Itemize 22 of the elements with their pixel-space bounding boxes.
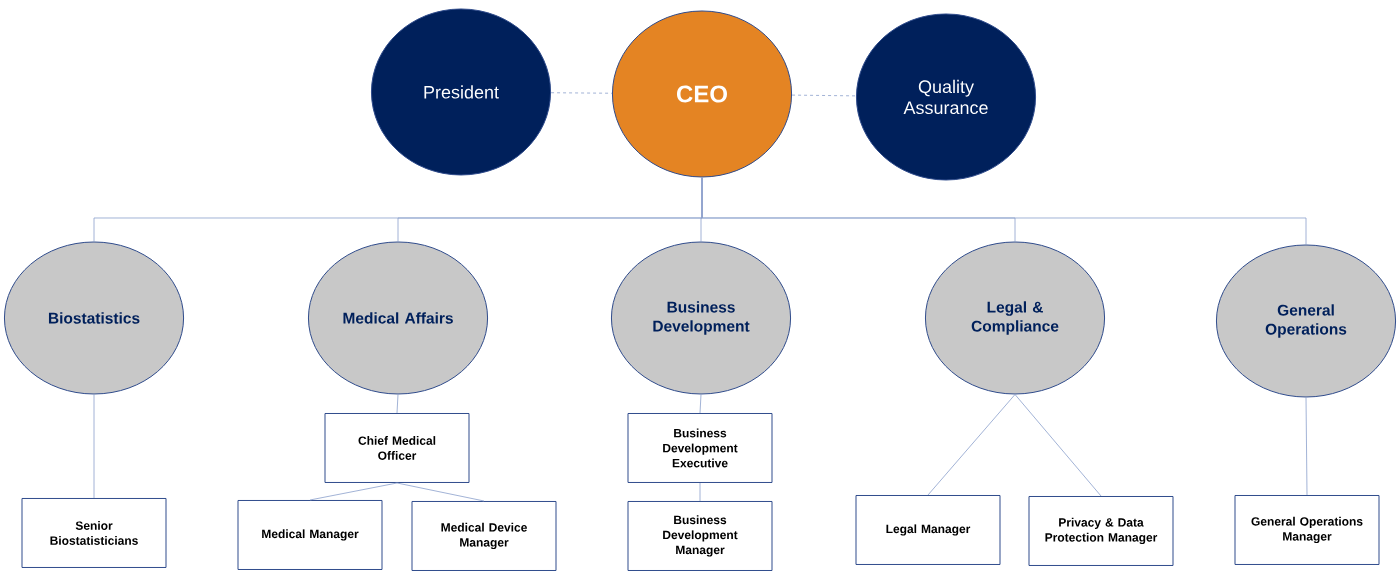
role-box: Legal Manager (855, 495, 1001, 565)
circle-node: CEO (611, 10, 793, 178)
connector-line (699, 482, 701, 502)
circle-node: Quality Assurance (855, 13, 1037, 181)
role-box: General Operations Manager (1234, 495, 1380, 565)
connector-line (396, 394, 399, 414)
connector-line (699, 394, 702, 414)
role-box: Business Development Executive (627, 413, 773, 483)
role-box: Privacy & Data Protection Manager (1028, 496, 1174, 566)
role-box: Medical Manager (237, 500, 383, 570)
role-box: Senior Biostatisticians (21, 498, 167, 568)
role-box: Medical Device Manager (411, 501, 557, 571)
connector-line (550, 92, 613, 94)
role-box: Chief Medical Officer (324, 413, 470, 483)
connector-line (1305, 397, 1308, 496)
connector-line (93, 394, 95, 499)
role-box: Business Development Manager (627, 501, 773, 571)
connector-line (701, 177, 1307, 245)
circle-node: President (370, 8, 552, 176)
connector-line (927, 394, 1016, 496)
connector-line (1014, 394, 1102, 497)
connector-line (791, 94, 857, 97)
